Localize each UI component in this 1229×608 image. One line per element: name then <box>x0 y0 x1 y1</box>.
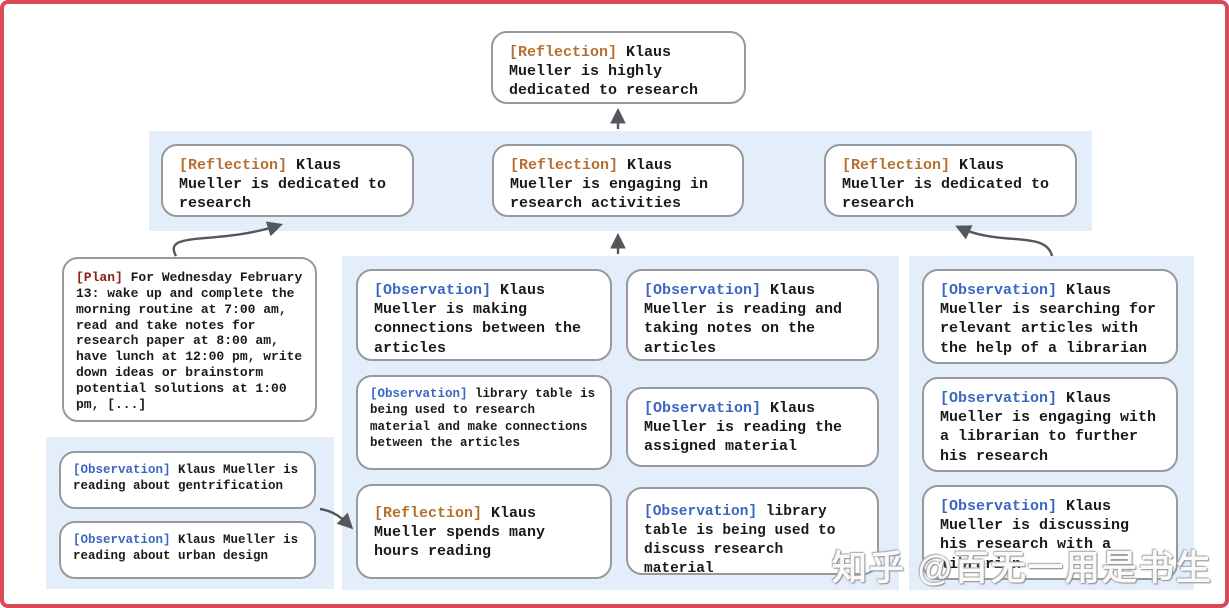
node-reflection-right: [Reflection] Klaus Mueller is dedicated … <box>824 144 1077 217</box>
reflection-left-tag: [Reflection] <box>179 157 288 174</box>
node-observation-discussing-research: [Observation] Klaus Mueller is discussin… <box>922 485 1178 580</box>
arrow-right-group-to-right-reflection <box>955 225 1054 257</box>
observation-library-research-tag: [Observation] <box>370 387 468 401</box>
observation-urban-design-tag: [Observation] <box>73 533 171 547</box>
observation-discussing-research-text: Klaus Mueller is discussing his research… <box>940 498 1130 573</box>
plan-tag: [Plan] <box>76 270 123 285</box>
observation-taking-notes-tag: [Observation] <box>644 282 762 299</box>
observation-library-discuss-tag: [Observation] <box>644 504 758 520</box>
node-reflection-left: [Reflection] Klaus Mueller is dedicated … <box>161 144 414 217</box>
observation-gentrification-tag: [Observation] <box>73 463 171 477</box>
observation-searching-articles-text: Klaus Mueller is searching for relevant … <box>940 282 1157 357</box>
observation-gentrification-text: Klaus Mueller is reading about gentrific… <box>73 463 299 494</box>
observation-assigned-material-tag: [Observation] <box>644 400 762 417</box>
node-observation-library-research: [Observation] library table is being use… <box>356 375 612 470</box>
observation-discussing-research-tag: [Observation] <box>940 498 1058 515</box>
observation-searching-articles-tag: [Observation] <box>940 282 1058 299</box>
node-observation-urban-design: [Observation] Klaus Mueller is reading a… <box>59 521 316 579</box>
reflection-center-tag: [Reflection] <box>510 157 619 174</box>
reflection-left-text: Klaus Mueller is dedicated to research <box>179 157 387 213</box>
node-observation-searching-articles: [Observation] Klaus Mueller is searching… <box>922 269 1178 364</box>
reflection-hours-reading-text: Klaus Mueller spends many hours reading <box>374 505 546 561</box>
node-observation-library-discuss: [Observation] library table is being use… <box>626 487 879 577</box>
observation-library-research-text: library table is being used to research … <box>370 387 596 450</box>
node-root-reflection: [Reflection] Klaus Mueller is highly ded… <box>491 31 746 104</box>
observation-urban-design-text: Klaus Mueller is reading about urban des… <box>73 533 299 564</box>
reflection-hours-reading-tag: [Reflection] <box>374 505 483 522</box>
node-observation-taking-notes: [Observation] Klaus Mueller is reading a… <box>626 269 879 361</box>
node-observation-engaging-librarian: [Observation] Klaus Mueller is engaging … <box>922 377 1178 472</box>
reflection-right-tag: [Reflection] <box>842 157 951 174</box>
observation-engaging-librarian-tag: [Observation] <box>940 390 1058 407</box>
plan-text: For Wednesday February 13: wake up and c… <box>76 270 303 412</box>
root-reflection-text: Klaus Mueller is highly dedicated to res… <box>509 44 699 100</box>
observation-connections-text: Klaus Mueller is making connections betw… <box>374 282 582 357</box>
reflection-center-text: Klaus Mueller is engaging in research ac… <box>510 157 709 213</box>
observation-connections-tag: [Observation] <box>374 282 492 299</box>
node-reflection-center: [Reflection] Klaus Mueller is engaging i… <box>492 144 744 217</box>
node-observation-assigned-material: [Observation] Klaus Mueller is reading t… <box>626 387 879 467</box>
watermark: 知乎 @百无一用是书生 <box>832 549 1213 588</box>
node-observation-gentrification: [Observation] Klaus Mueller is reading a… <box>59 451 316 509</box>
observation-engaging-librarian-text: Klaus Mueller is engaging with a librari… <box>940 390 1157 465</box>
node-reflection-hours-reading: [Reflection] Klaus Mueller spends many h… <box>356 484 612 579</box>
node-plan: [Plan] For Wednesday February 13: wake u… <box>62 257 317 422</box>
observation-library-discuss-text: library table is being used to discuss r… <box>644 504 836 577</box>
root-reflection-tag: [Reflection] <box>509 44 618 61</box>
observation-taking-notes-text: Klaus Mueller is reading and taking note… <box>644 282 843 357</box>
observation-assigned-material-text: Klaus Mueller is reading the assigned ma… <box>644 400 843 456</box>
reflection-right-text: Klaus Mueller is dedicated to research <box>842 157 1050 213</box>
node-observation-connections: [Observation] Klaus Mueller is making co… <box>356 269 612 361</box>
